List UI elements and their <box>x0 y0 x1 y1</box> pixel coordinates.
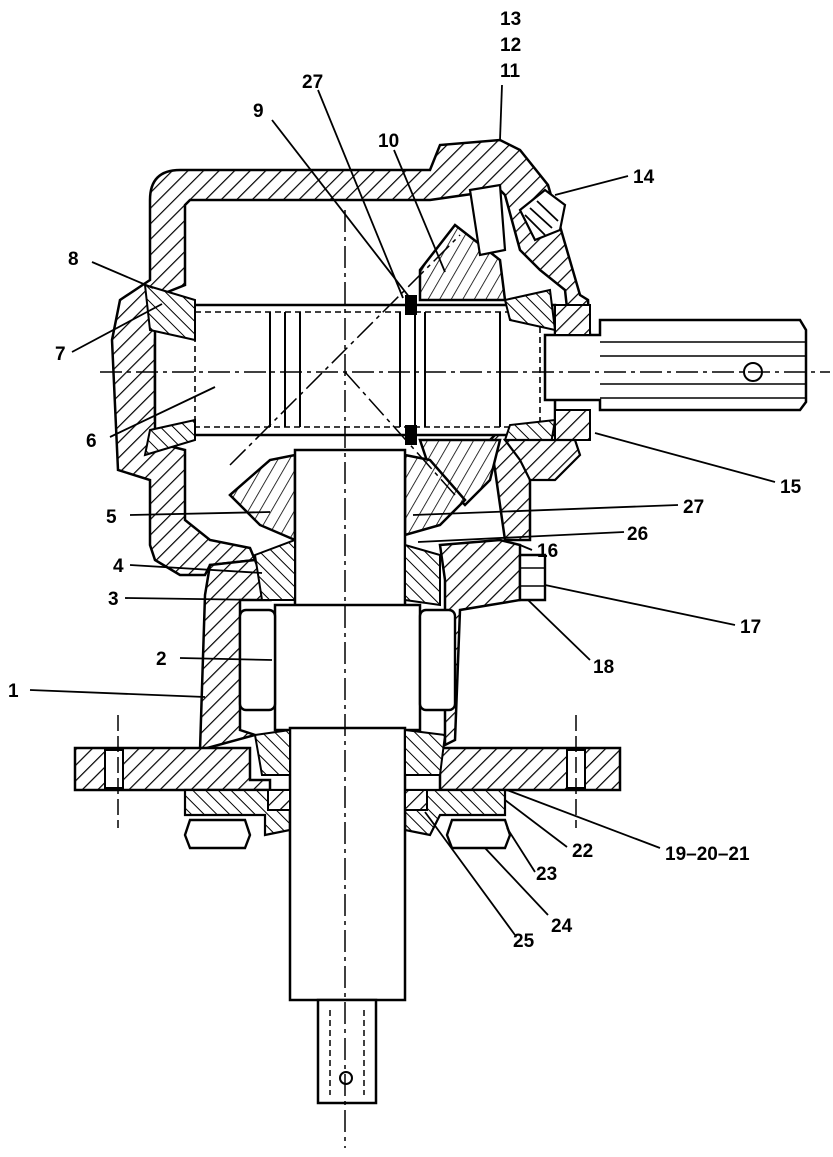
gear-pitch-line <box>229 234 461 466</box>
output-shaft-lower <box>288 726 407 1002</box>
callout-4: 4 <box>113 556 124 577</box>
leader-15 <box>594 432 776 483</box>
leader-26 <box>417 531 625 543</box>
leader-23 <box>506 827 536 873</box>
input-shaft-assembly <box>143 283 808 482</box>
lower-taper-bearing-right <box>404 728 447 776</box>
stub-cross-hole <box>339 1071 353 1085</box>
leader-3 <box>124 597 263 601</box>
mounting-flange-right <box>438 746 622 792</box>
callout-26: 26 <box>627 524 648 545</box>
fitting-14 <box>518 188 567 242</box>
leader-22 <box>504 799 568 848</box>
leader-19-20-21 <box>506 789 661 849</box>
upper-housing <box>73 138 622 837</box>
hex-nut-left <box>183 818 252 850</box>
callout-labels: 1 2 3 4 5 6 7 8 9 10 11 12 13 14 15 16 1… <box>8 9 802 952</box>
leader-11 <box>499 84 503 141</box>
leader-6 <box>109 386 216 438</box>
output-shaft-assembly <box>183 448 547 1105</box>
left-bearing-top <box>143 283 196 342</box>
flange-bolt-hole-left <box>104 749 124 789</box>
shim-top <box>405 295 417 315</box>
leader-9 <box>271 119 411 299</box>
leader-18 <box>527 599 591 661</box>
leader-4 <box>129 564 263 574</box>
output-seal-right <box>404 789 428 811</box>
callout-11: 11 <box>500 61 521 82</box>
callout-12: 12 <box>500 35 521 56</box>
callout-5: 5 <box>106 507 117 528</box>
leader-27-lower <box>412 504 679 516</box>
output-seal-left <box>267 789 291 811</box>
callout-3: 3 <box>108 589 119 610</box>
callout-25: 25 <box>513 931 535 952</box>
leader-1 <box>29 689 206 698</box>
roller-bearing-right <box>418 608 457 712</box>
callout-14: 14 <box>633 167 655 188</box>
leader-17 <box>544 584 736 626</box>
callout-8: 8 <box>68 249 79 270</box>
fitting-thread <box>536 200 559 222</box>
upper-taper-bearing-right <box>404 543 441 607</box>
callout-9: 9 <box>253 101 264 122</box>
ring-gear-left <box>228 453 297 542</box>
output-shaft-stub <box>316 998 378 1105</box>
leader-24 <box>484 847 549 916</box>
bearing-cap <box>502 438 582 482</box>
callout-15: 15 <box>780 477 802 498</box>
leader-2 <box>179 657 273 661</box>
fitting-thread <box>524 214 546 236</box>
output-shaft-collar <box>273 603 422 732</box>
output-shaft-upper <box>293 448 407 612</box>
input-shaft-hidden-line <box>194 311 541 428</box>
leader-5 <box>129 511 271 516</box>
shim-bottom <box>405 425 417 445</box>
pinion-gear-top <box>418 223 507 302</box>
callout-27-upper: 27 <box>302 72 323 93</box>
callout-23: 23 <box>536 864 557 885</box>
upper-taper-bearing-left <box>253 538 296 601</box>
callout-24: 24 <box>551 916 573 937</box>
leader-25 <box>424 811 516 936</box>
gear-pitch-line <box>344 371 456 496</box>
leader-27-upper <box>317 89 404 299</box>
leader-14 <box>554 175 629 196</box>
callout-6: 6 <box>86 431 97 452</box>
centerlines <box>100 210 830 1148</box>
leader-16 <box>519 544 533 551</box>
leader-10 <box>393 149 446 273</box>
callout-7: 7 <box>55 344 66 365</box>
leader-lines <box>29 84 776 936</box>
callout-27-lower: 27 <box>683 497 704 518</box>
callout-1: 1 <box>8 681 19 702</box>
hex-nut-right <box>445 818 512 850</box>
input-seal-bottom <box>554 409 591 441</box>
callout-13: 13 <box>500 9 521 30</box>
callout-16: 16 <box>537 541 558 562</box>
callout-19-20-21: 19–20–21 <box>665 844 750 865</box>
leader-8 <box>91 261 154 289</box>
callout-17: 17 <box>740 617 761 638</box>
side-bolt <box>518 553 547 602</box>
input-seal-top <box>554 304 591 336</box>
callout-2: 2 <box>156 649 167 670</box>
fitting-thread <box>529 207 553 229</box>
plug-11 <box>468 183 507 257</box>
callout-22: 22 <box>572 841 593 862</box>
callout-18: 18 <box>593 657 614 678</box>
left-bearing-bottom <box>143 418 196 457</box>
callout-10: 10 <box>378 131 399 152</box>
leader-7 <box>71 303 163 353</box>
lower-taper-bearing-left <box>253 728 291 776</box>
